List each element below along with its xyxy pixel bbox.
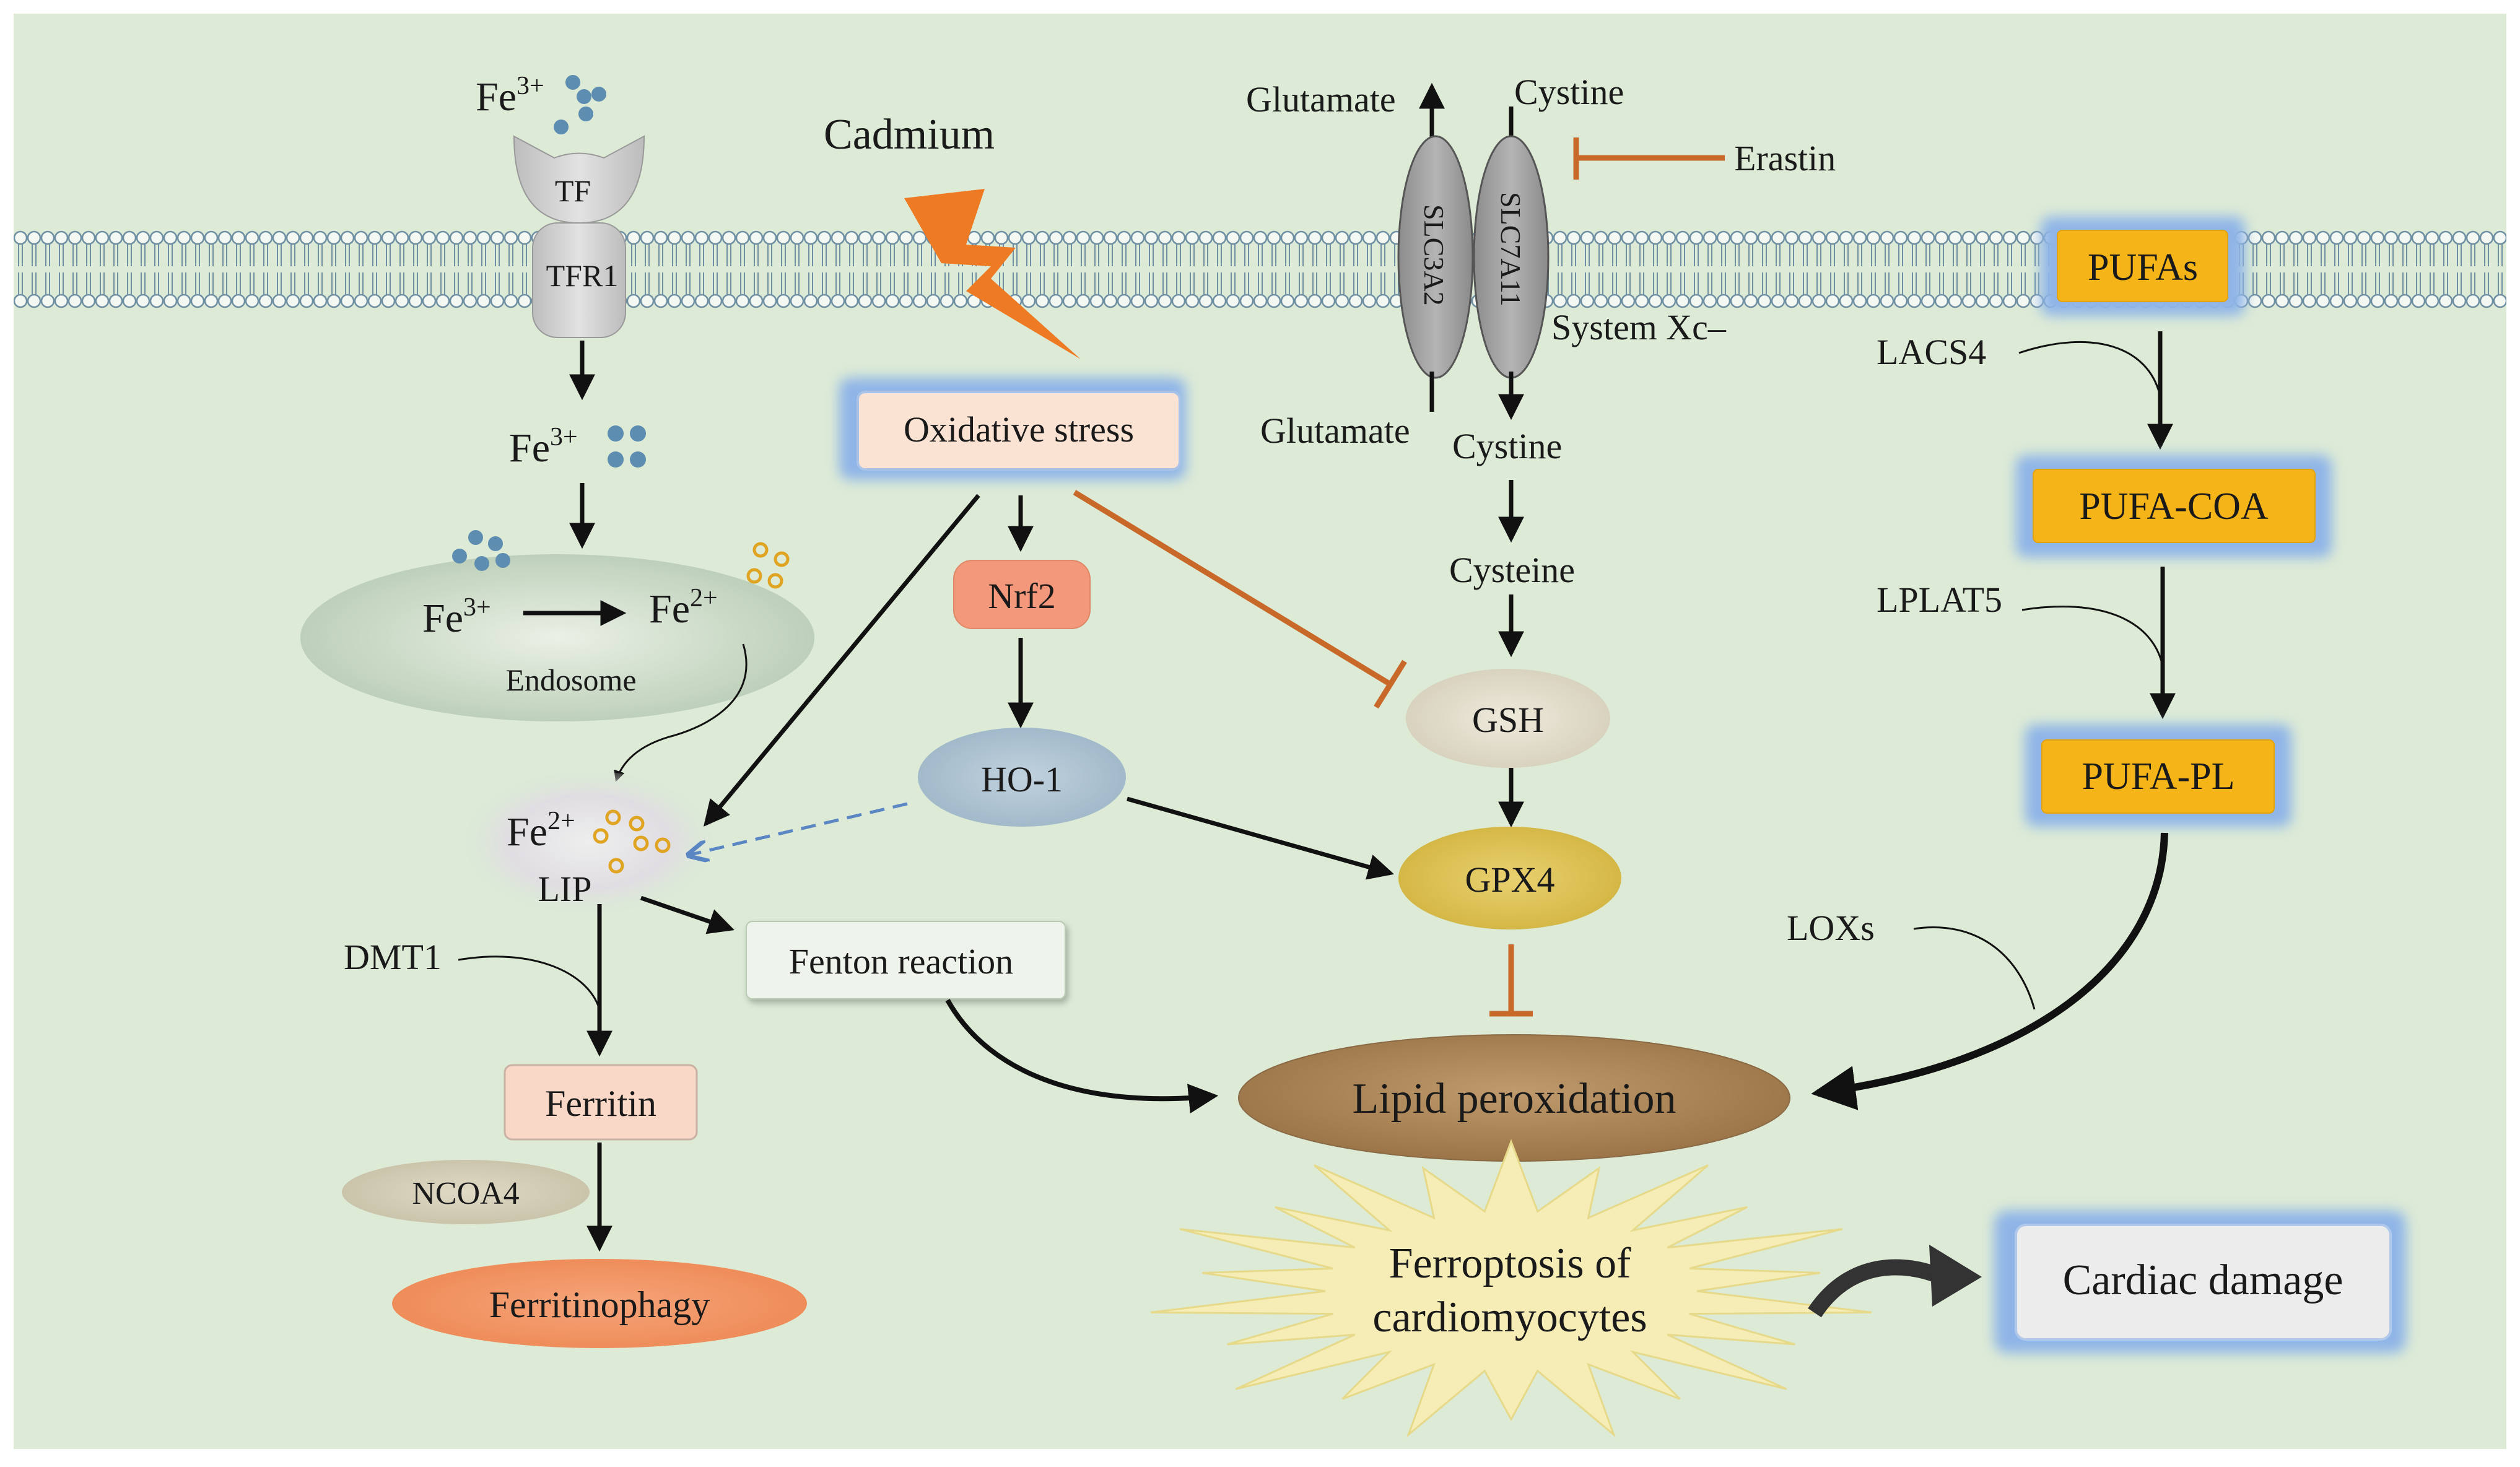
glutamate-bottom-label: Glutamate (1260, 411, 1410, 451)
oxidative-stress-box (857, 391, 1181, 471)
cystine-bottom-label: Cystine (1452, 426, 1562, 466)
loxs-label: LOXs (1787, 908, 1875, 948)
fe3-dots-top-icon (554, 75, 606, 134)
slc3a2-transporter (1397, 135, 1474, 379)
endosome: Fe3+ Fe2+ Endosome (300, 554, 814, 721)
cysteine-label: Cysteine (1449, 550, 1575, 590)
endosome-fe2-label: Fe2+ (649, 584, 718, 632)
ferritin-label: Ferritin (545, 1083, 656, 1124)
pufas-label: PUFAs (2088, 246, 2198, 289)
arrow-ferroptosis-to-cardiac-head (1929, 1245, 1982, 1307)
fe3-mid-label: Fe3+ (509, 423, 578, 471)
arrow-endosome-to-lip (614, 643, 748, 782)
dmt1-catalysis-curve (458, 956, 601, 1010)
arrow-ho1-to-gpx4 (1127, 796, 1395, 880)
cystine-top-label: Cystine (1514, 72, 1624, 112)
gsh-ellipse (1406, 669, 1610, 768)
glutamate-top-label: Glutamate (1246, 79, 1396, 120)
nrf2-label: Nrf2 (988, 576, 1056, 616)
ho1-ellipse (918, 728, 1126, 827)
lplat5-label: LPLAT5 (1877, 580, 2002, 620)
lip-label: LIP (538, 869, 592, 909)
loxs-catalysis-curve (1913, 926, 2036, 1010)
inhibit-bar-gsh (1374, 659, 1407, 709)
cardiac-damage-label: Cardiac damage (2063, 1256, 2343, 1304)
system-xc-label: System Xc– (1551, 307, 1727, 347)
arrow-ferroptosis-to-cardiac-shaft (1808, 1259, 1942, 1318)
endosome-label: Endosome (505, 663, 636, 697)
gpx4-label: GPX4 (1465, 860, 1554, 900)
nrf2-box (953, 560, 1091, 629)
tfr1-label: TFR1 (546, 258, 619, 293)
dmt1-label: DMT1 (344, 937, 442, 977)
ferroptosis-label-line2: cardiomyocytes (1372, 1294, 1647, 1341)
ferritin-box (504, 1064, 698, 1141)
fe2-dots-lip-icon (593, 809, 671, 874)
dashed-arrow-ho1-to-lip (691, 802, 908, 855)
ferroptosis-star-burst (1150, 1139, 1872, 1438)
cadmium-label: Cadmium (824, 111, 995, 159)
fe3-top-label: Fe3+ (476, 72, 544, 120)
fe3-dots-mid-icon (608, 425, 646, 468)
arrow-fenton-to-lipid (945, 999, 1219, 1113)
arrow-oxidative-to-lip (703, 494, 980, 827)
arrow-lip-to-fenton (640, 895, 735, 934)
pufa-pl-box (2041, 739, 2275, 814)
inhibit-oxidative-to-gsh (1073, 490, 1392, 687)
ferritinophagy-ellipse (392, 1259, 807, 1348)
arrow-pufapl-to-lipid (1811, 832, 2168, 1110)
ncoa4-label: NCOA4 (412, 1176, 519, 1211)
pufa-coa-box (2033, 469, 2316, 543)
ho1-label: HO-1 (981, 759, 1063, 799)
ncoa4-ellipse (342, 1160, 590, 1224)
endosome-fe3-label: Fe3+ (422, 593, 491, 641)
lip-fe2-label: Fe2+ (507, 807, 575, 855)
cardiac-damage-box (2015, 1224, 2392, 1341)
fenton-label: Fenton reaction (789, 941, 1013, 982)
lacs4-label: LACS4 (1877, 332, 1986, 372)
gsh-label: GSH (1472, 700, 1544, 740)
fe3-dots-endosome-icon (452, 530, 510, 571)
fenton-box (746, 921, 1066, 999)
ferroptosis-label-line1: Ferroptosis of (1389, 1240, 1632, 1287)
ferritinophagy-label: Ferritinophagy (489, 1284, 710, 1325)
pufa-coa-label: PUFA-COA (2079, 485, 2269, 528)
pufa-pl-label: PUFA-PL (2082, 755, 2235, 798)
lip-pool (464, 771, 712, 913)
pufas-box (2057, 230, 2228, 302)
gpx4-ellipse (1398, 827, 1621, 929)
lipid-peroxidation-label: Lipid peroxidation (1353, 1075, 1676, 1123)
erastin-label: Erastin (1734, 138, 1836, 178)
lplat5-catalysis-curve (2021, 606, 2164, 666)
slc7a11-label: SLC7A11 (1495, 192, 1527, 307)
lacs4-catalysis-curve (2018, 341, 2161, 397)
slc3a2-label: SLC3A2 (1418, 204, 1450, 306)
fe2-dots-endosome-icon (746, 542, 790, 589)
tf-tfr1-receptor: TF TFR1 (513, 135, 645, 338)
tf-label: TF (555, 173, 591, 208)
lightning-bolt-icon (904, 189, 1081, 359)
oxidative-stress-label: Oxidative stress (904, 409, 1134, 450)
